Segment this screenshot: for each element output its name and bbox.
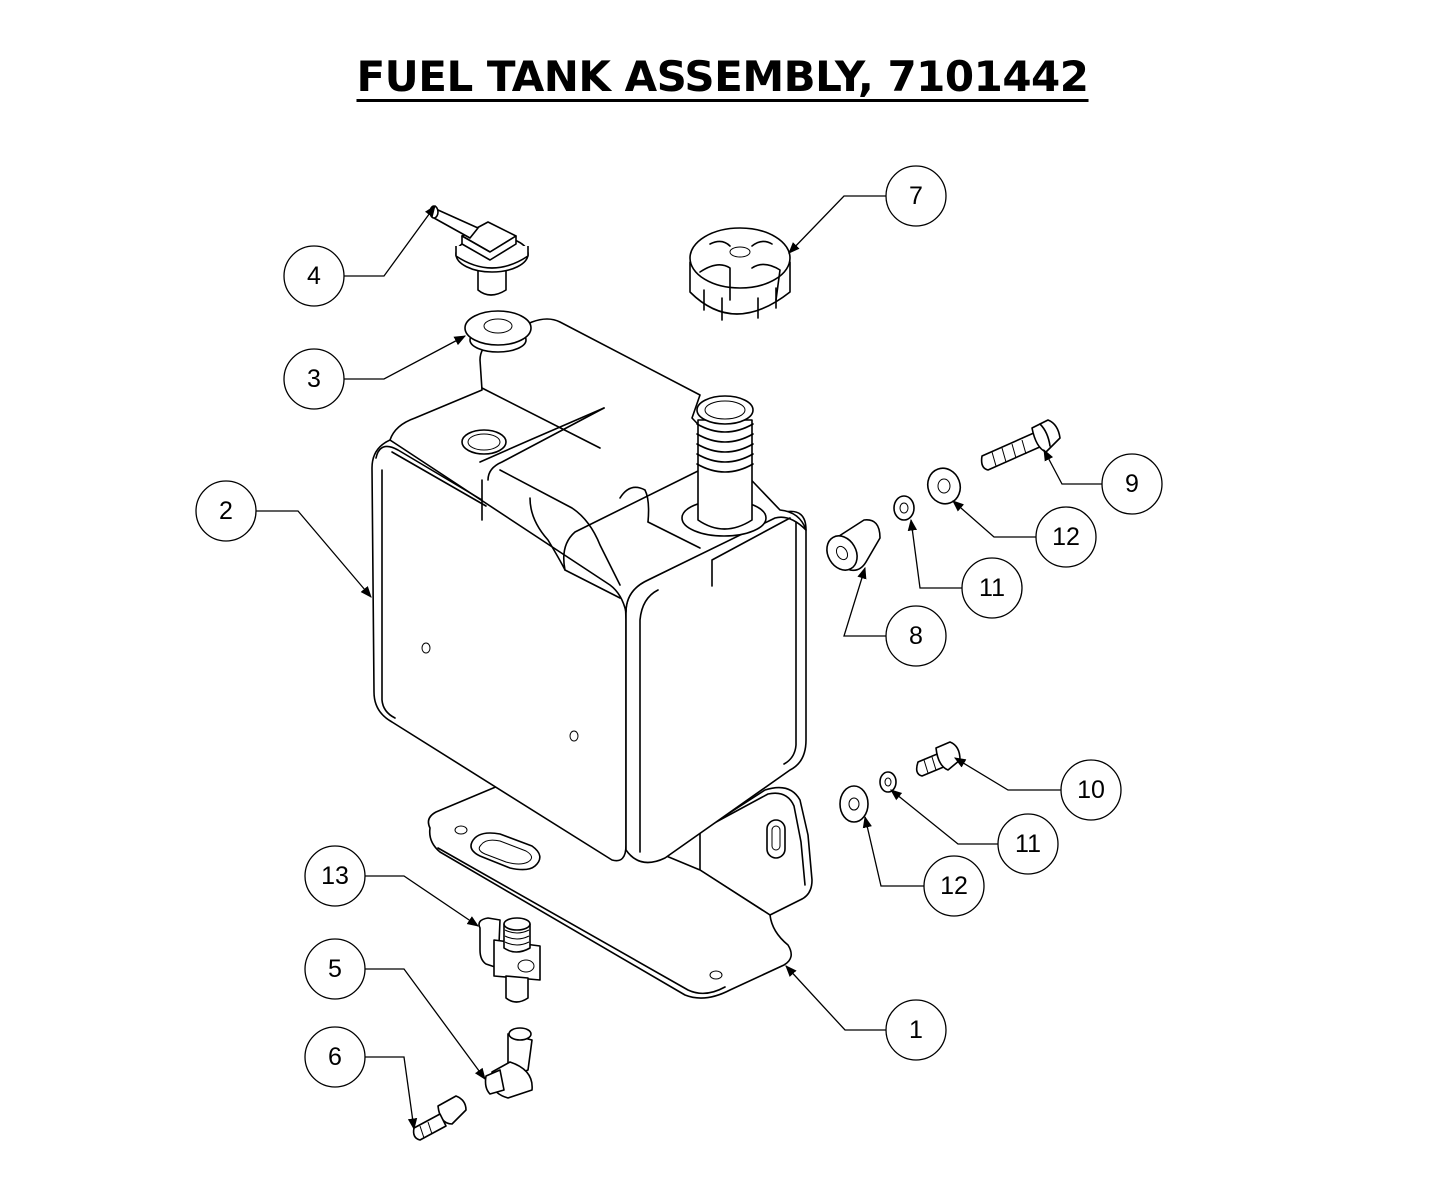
svg-text:10: 10 <box>1077 776 1105 804</box>
elbow-fitting <box>484 1027 533 1099</box>
leader-lines <box>256 195 1102 1131</box>
mounting-bracket <box>427 785 813 999</box>
vent-fitting <box>429 205 529 296</box>
bolt-lower <box>915 741 961 777</box>
fuel-tank <box>371 318 807 864</box>
svg-text:9: 9 <box>1125 470 1139 498</box>
svg-text:13: 13 <box>321 862 349 890</box>
svg-text:6: 6 <box>328 1043 342 1071</box>
svg-text:12: 12 <box>1052 523 1080 551</box>
flat-washer-upper <box>926 467 962 505</box>
svg-text:3: 3 <box>307 365 321 393</box>
svg-text:8: 8 <box>909 622 923 650</box>
lock-washer-lower <box>879 771 897 793</box>
svg-text:7: 7 <box>909 182 923 210</box>
callout-6: 6 <box>304 1026 366 1088</box>
callout-13: 13 <box>304 845 366 907</box>
bolt-upper <box>980 419 1061 471</box>
callout-9: 9 <box>1101 453 1163 515</box>
grommet <box>464 310 532 353</box>
callout-8: 8 <box>885 605 947 667</box>
tee-fitting <box>478 917 541 1003</box>
svg-text:4: 4 <box>307 262 321 290</box>
callout-3: 3 <box>283 348 345 410</box>
callout-12-lower: 12 <box>923 855 985 917</box>
callout-11-lower: 11 <box>997 813 1059 875</box>
svg-text:11: 11 <box>979 574 1005 602</box>
svg-text:12: 12 <box>940 872 968 900</box>
flat-washer-lower <box>839 785 869 823</box>
lock-washer-upper <box>893 495 915 521</box>
svg-text:5: 5 <box>328 955 342 983</box>
callout-4: 4 <box>283 245 345 307</box>
spacer <box>826 519 881 572</box>
callout-11-upper: 11 <box>961 557 1023 619</box>
diagram-title: FUEL TANK ASSEMBLY, 7101442 <box>356 52 1089 101</box>
callout-12-upper: 12 <box>1035 506 1097 568</box>
callout-5: 5 <box>304 938 366 1000</box>
hose-barb-fitting <box>412 1095 467 1141</box>
fuel-cap <box>689 227 791 321</box>
svg-text:11: 11 <box>1015 830 1041 858</box>
svg-text:1: 1 <box>909 1016 923 1044</box>
callout-7: 7 <box>885 165 947 227</box>
callout-10: 10 <box>1060 759 1122 821</box>
callout-1: 1 <box>885 999 947 1061</box>
callout-2: 2 <box>195 480 257 542</box>
svg-text:2: 2 <box>219 497 233 525</box>
